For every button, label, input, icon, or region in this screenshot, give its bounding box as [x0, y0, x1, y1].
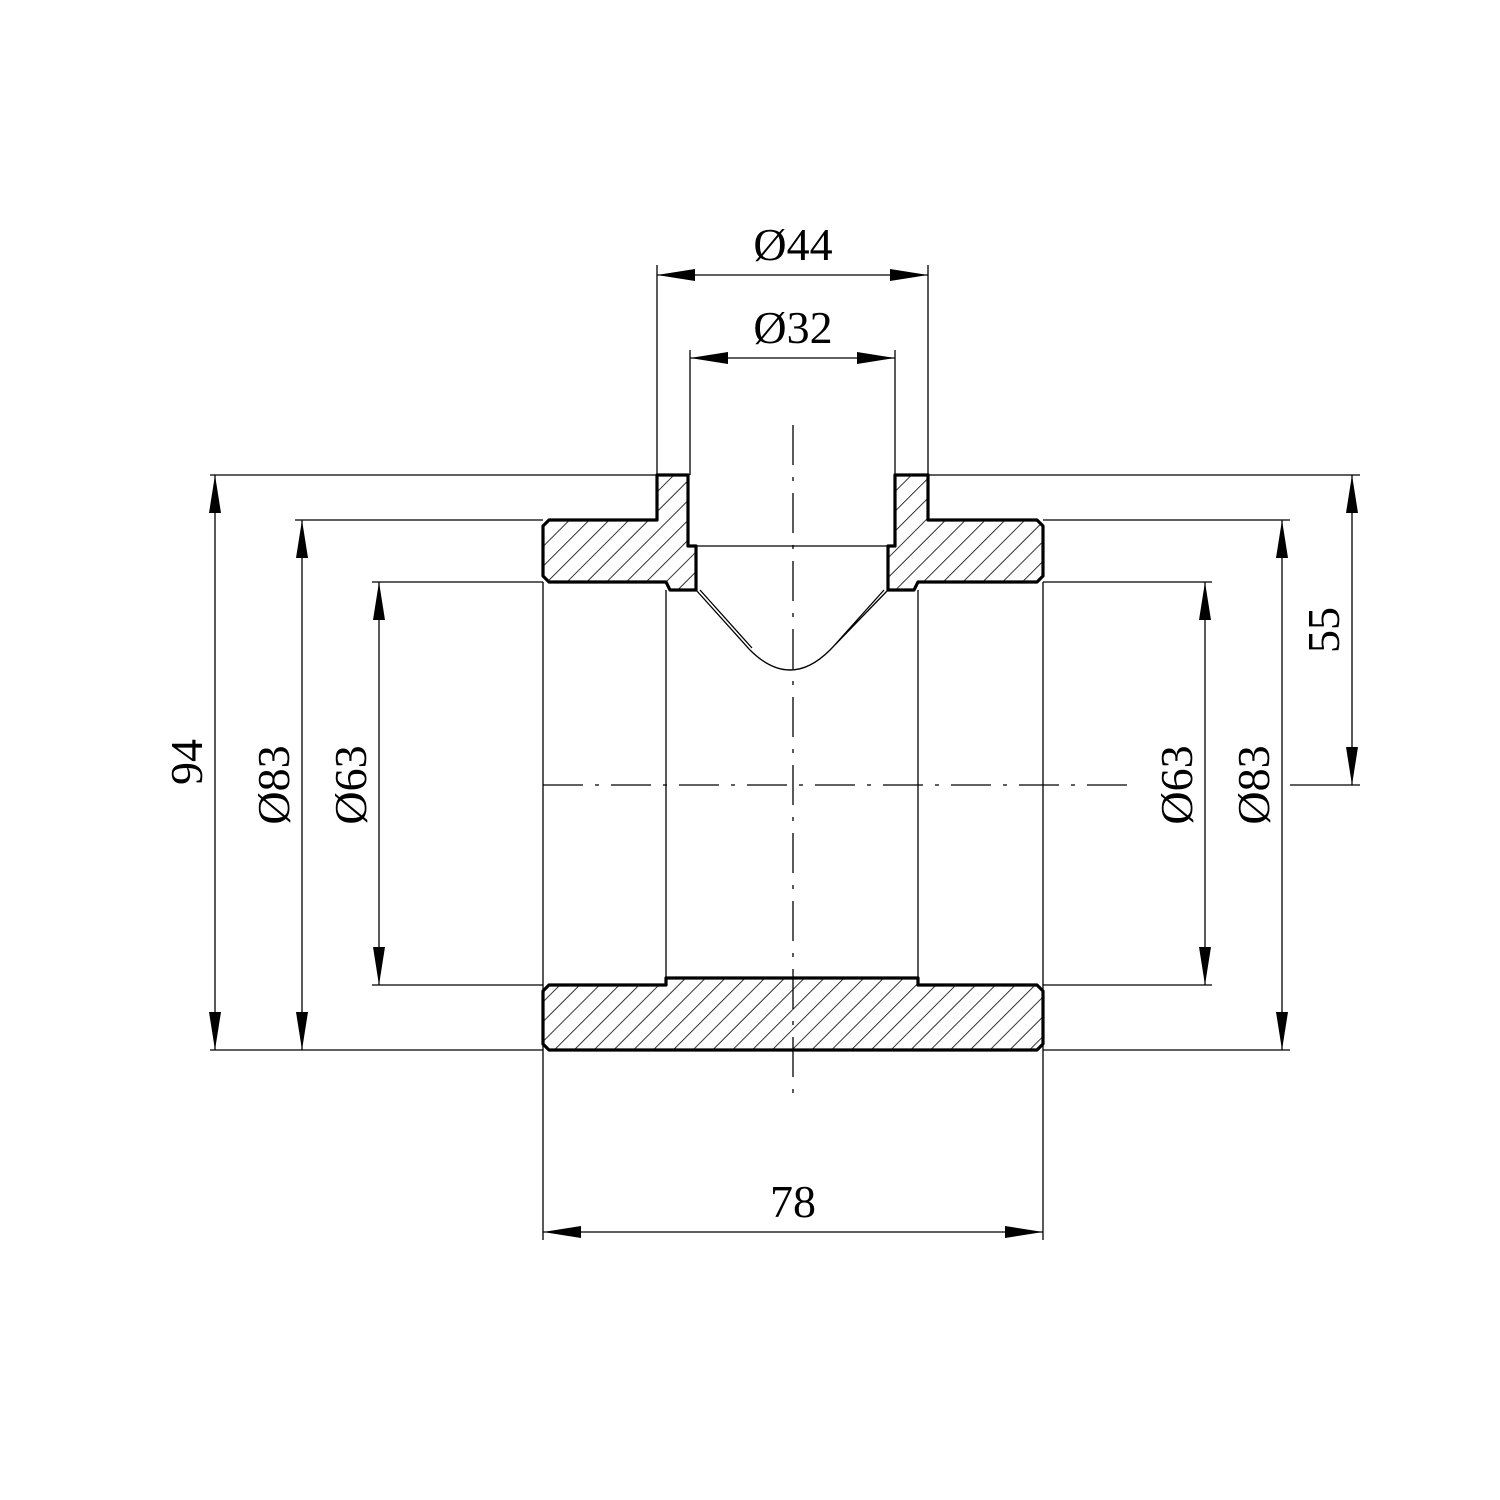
tee-section — [541, 473, 1045, 1052]
upper-left-wall — [541, 473, 698, 592]
dim-branch-outer: Ø44 — [753, 219, 832, 270]
dim-right-inner: Ø63 — [1151, 745, 1202, 824]
dim-left-outer: Ø83 — [248, 745, 299, 824]
upper-right-wall — [886, 473, 1045, 592]
dimension-lines — [209, 269, 1358, 1238]
dim-height-total: 94 — [161, 739, 212, 785]
branch-intersection-curve — [695, 589, 889, 671]
dim-branch-inner: Ø32 — [753, 302, 832, 353]
dim-left-inner: Ø63 — [325, 745, 376, 824]
dim-length: 78 — [770, 1176, 816, 1227]
extension-lines — [210, 265, 1360, 1240]
dim-right-outer: Ø83 — [1228, 745, 1279, 824]
dim-branch-height: 55 — [1298, 607, 1349, 653]
